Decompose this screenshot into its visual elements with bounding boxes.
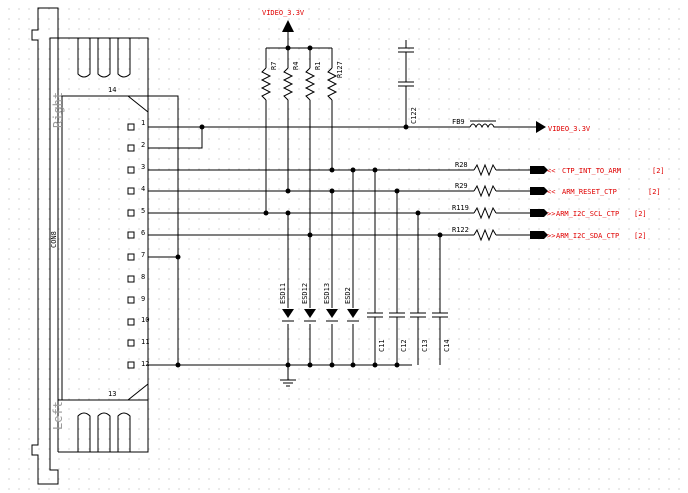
pin-label: 10	[141, 316, 149, 324]
svg-text:>>: >>	[547, 210, 555, 218]
connector-pin-pad[interactable]	[127, 296, 135, 304]
capacitor-label: C13	[421, 339, 429, 352]
pin-label: 1	[141, 119, 145, 127]
capacitor-label: C12	[400, 339, 408, 352]
resistor-label: R122	[452, 226, 469, 234]
connector-refdes: CON8	[50, 231, 58, 248]
esd-diode-esd11[interactable]	[282, 309, 294, 322]
resistor-label: R127	[336, 61, 344, 78]
pin-label: 9	[141, 295, 145, 303]
resistor-r29[interactable]	[473, 184, 497, 198]
resistor-r28[interactable]	[473, 163, 497, 177]
connector-pin-pad[interactable]	[127, 209, 135, 217]
power-arrow-right-icon	[536, 121, 546, 133]
esd-diode-esd2[interactable]	[347, 309, 359, 322]
ferrite-bead-fb9[interactable]	[469, 120, 498, 129]
ferrite-label: FB9	[452, 118, 465, 126]
connector-pin-pad[interactable]	[127, 318, 135, 326]
net-label: ARM_I2C_SDA_CTP	[556, 232, 619, 240]
capacitor-c13[interactable]	[410, 312, 426, 318]
power-net-right: VIDEO_3.3V	[548, 125, 591, 133]
resistor-label: R29	[455, 182, 468, 190]
esd-diode-esd13[interactable]	[326, 309, 338, 322]
pin-label: 6	[141, 229, 145, 237]
connector-pin-pad[interactable]	[127, 253, 135, 261]
esd-label: ESD12	[301, 283, 309, 304]
connector-pin-pad[interactable]	[127, 166, 135, 174]
net-port-icon: << << >> >>	[530, 166, 555, 240]
pin-label: 7	[141, 251, 145, 259]
pin-label: 5	[141, 207, 145, 215]
resistor-r7[interactable]	[260, 67, 272, 101]
svg-text:<<: <<	[547, 167, 555, 175]
pin-label: 8	[141, 273, 145, 281]
net-label: ARM_RESET_CTP	[562, 188, 617, 196]
svg-text:<<: <<	[547, 188, 555, 196]
capacitor-c11[interactable]	[367, 312, 383, 318]
mount-pin-label-bottom: 13	[108, 390, 116, 398]
esd-label: ESD2	[344, 287, 352, 304]
resistor-r119[interactable]	[473, 206, 497, 220]
resistor-label: R119	[452, 204, 469, 212]
net-ref: [2]	[634, 232, 647, 240]
ground-icon	[280, 379, 296, 387]
resistor-r1[interactable]	[304, 67, 316, 101]
pin-label: 4	[141, 185, 145, 193]
connector-side-bottom-label: Left	[51, 401, 65, 430]
net-ref: [2]	[634, 210, 647, 218]
connector-con8[interactable]	[31, 7, 149, 485]
connector-side-top-label: Right	[51, 92, 65, 128]
pin-label: 12	[141, 360, 149, 368]
mount-pin-label-top: 14	[108, 86, 116, 94]
power-net-top: VIDEO_3.3V	[262, 9, 305, 17]
connector-pin-pad[interactable]	[127, 231, 135, 239]
svg-text:>>: >>	[547, 232, 555, 240]
esd-label: ESD11	[279, 283, 287, 304]
pin-label: 11	[141, 338, 149, 346]
net-ref: [2]	[648, 188, 661, 196]
esd-label: ESD13	[323, 283, 331, 304]
capacitor-label: C14	[443, 339, 451, 352]
wires	[134, 32, 536, 380]
resistor-label: R28	[455, 161, 468, 169]
esd-diode-esd12[interactable]	[304, 309, 316, 322]
resistor-r122[interactable]	[473, 228, 497, 242]
junction-dots	[175, 45, 443, 368]
connector-pin-pad[interactable]	[127, 187, 135, 195]
connector-pin-pad[interactable]	[127, 144, 135, 152]
connector-pin-pad[interactable]	[127, 361, 135, 369]
capacitor-c12[interactable]	[389, 312, 405, 318]
resistor-r4[interactable]	[282, 67, 294, 101]
capacitor-label: C11	[378, 339, 386, 352]
power-arrow-top-icon	[282, 20, 294, 32]
pin-labels: 1 2 3 4 5 6 7 8 9 10 11 12	[141, 119, 149, 368]
capacitor-c122[interactable]	[398, 47, 414, 87]
resistor-r127[interactable]	[326, 67, 338, 101]
net-ref: [2]	[652, 167, 665, 175]
resistor-label: R1	[314, 62, 322, 70]
connector-pin-pad[interactable]	[127, 339, 135, 347]
net-label: CTP_INT_TO_ARM	[562, 167, 621, 175]
capacitor-c14[interactable]	[432, 312, 448, 318]
connector-pin-pad[interactable]	[127, 275, 135, 283]
connector-pin-pad[interactable]	[127, 123, 135, 131]
net-label: ARM_I2C_SCL_CTP	[556, 210, 619, 218]
resistor-label: R4	[292, 62, 300, 70]
resistor-label: R7	[270, 62, 278, 70]
pin-label: 2	[141, 141, 145, 149]
capacitor-label: C122	[410, 107, 418, 124]
pin-label: 3	[141, 163, 145, 171]
